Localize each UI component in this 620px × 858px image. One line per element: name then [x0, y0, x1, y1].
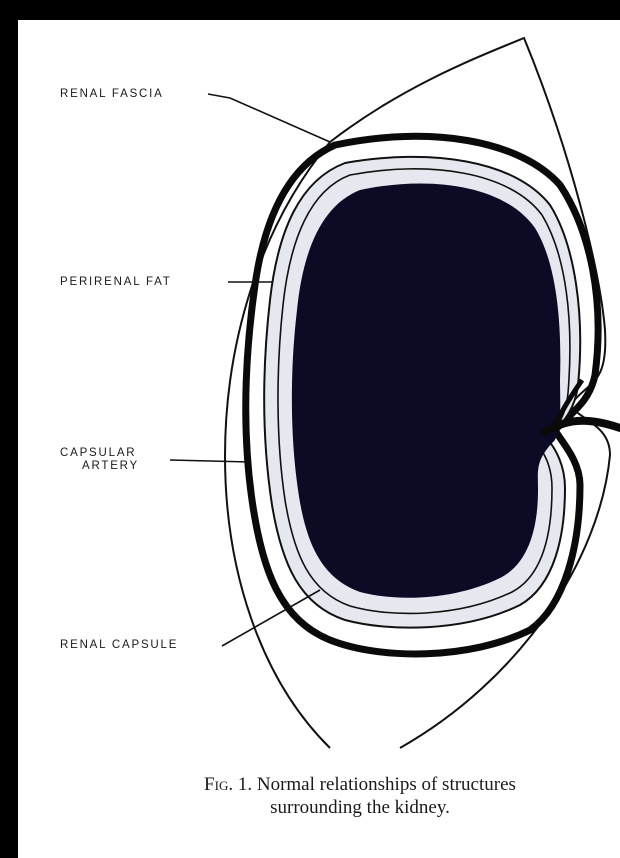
caption-text-line1: Normal relationships of structures [257, 774, 516, 795]
capsular-artery-label-line1: CAPSULAR [60, 447, 168, 460]
capsular-artery-leader [170, 460, 250, 462]
caption-text-line2: surrounding the kidney. [120, 796, 600, 819]
renal-fascia-label: RENAL FASCIA [60, 88, 164, 101]
renal-capsule-label: RENAL CAPSULE [60, 639, 178, 652]
renal-capsule-leader [222, 590, 320, 646]
capsular-artery-label-line2: ARTERY [60, 460, 168, 473]
figure-caption: Fig. 1. Normal relationships of structur… [120, 773, 600, 819]
capsular-artery-label: CAPSULAR ARTERY [60, 447, 168, 473]
kidney-body [292, 183, 560, 597]
caption-fig-label: Fig. 1. [204, 774, 252, 795]
caption-line1: Fig. 1. Normal relationships of structur… [120, 773, 600, 796]
renal-fascia-leader [208, 94, 330, 142]
perirenal-fat-label: PERIRENAL FAT [60, 276, 172, 289]
